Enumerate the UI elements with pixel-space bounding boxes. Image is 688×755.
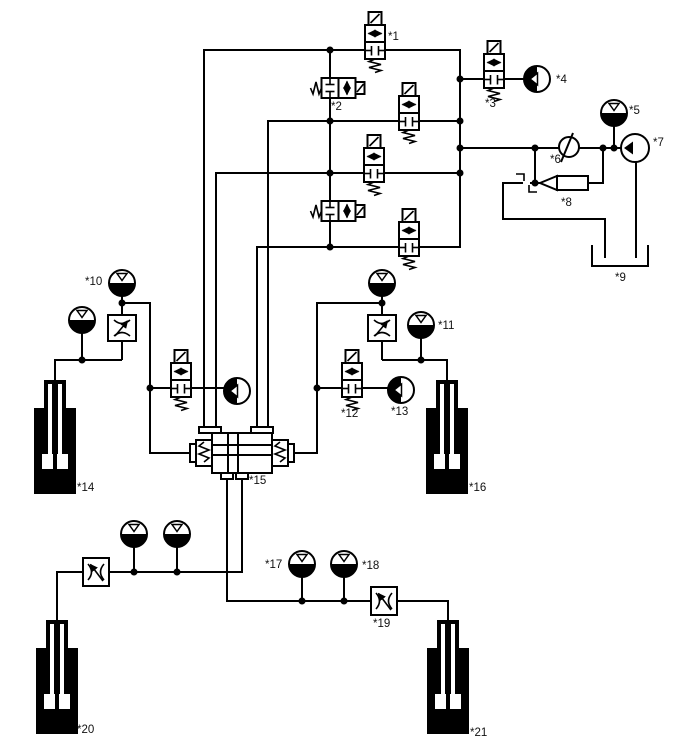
label-20: *20 <box>77 724 94 736</box>
flow-control-left <box>108 315 136 341</box>
label-8: *8 <box>561 197 572 209</box>
accumulator-11 <box>407 311 435 339</box>
accumulator-17 <box>288 550 316 578</box>
label-16: *16 <box>469 482 486 494</box>
shock-absorber-20 <box>36 620 78 734</box>
accumulator-g <box>223 377 251 405</box>
accumulator-5 <box>600 99 628 127</box>
check-valve-6 <box>558 132 580 163</box>
label-7: *7 <box>653 137 664 149</box>
accumulator-bottom-left-2 <box>163 520 191 548</box>
label-3: *3 <box>485 98 496 110</box>
label-2: *2 <box>331 101 342 113</box>
label-11: *11 <box>438 320 454 332</box>
solenoid-valve-a <box>399 83 419 144</box>
label-14: *14 <box>77 482 95 494</box>
solenoid-valve-3 <box>484 41 504 102</box>
label-1: *1 <box>388 31 399 43</box>
solenoid-valve-12 <box>342 350 362 411</box>
flow-control-19 <box>371 587 397 615</box>
attenuator-8 <box>537 174 589 192</box>
shock-absorber-21 <box>427 620 469 734</box>
label-10: *10 <box>85 276 102 288</box>
accumulator-13 <box>387 376 415 404</box>
label-4: *4 <box>556 74 567 86</box>
gate-valve-15 <box>189 426 295 480</box>
label-15: *15 <box>249 475 266 487</box>
flow-control-right <box>368 315 396 341</box>
label-21: *21 <box>470 727 487 739</box>
label-19: *19 <box>373 618 390 630</box>
solenoid-valve-f <box>171 350 191 411</box>
label-12: *12 <box>341 408 358 420</box>
label-13: *13 <box>391 406 408 418</box>
solenoid-valve-d <box>399 209 419 270</box>
flow-control-bottom-left <box>83 558 109 586</box>
solenoid-valve-c <box>364 135 384 196</box>
solenoid-valve-2 <box>311 78 365 98</box>
label-5: *5 <box>629 105 640 117</box>
label-17: *17 <box>265 559 282 571</box>
shock-absorber-14 <box>34 380 76 494</box>
shock-absorber-16 <box>426 380 468 494</box>
component-labels: *1 *2 *3 *4 *5 *6 *7 *8 *9 *10 *11 *12 *… <box>77 31 664 739</box>
label-18: *18 <box>362 560 379 572</box>
accumulator-10 <box>108 269 136 297</box>
piping-lines <box>54 49 649 623</box>
accumulator-bottom-left-1 <box>120 520 148 548</box>
pump-7 <box>620 133 650 163</box>
label-6: *6 <box>550 154 561 166</box>
accumulator-left <box>68 306 96 334</box>
label-9: *9 <box>615 272 626 284</box>
solenoid-valve-1 <box>365 12 385 73</box>
solenoid-valve-e <box>311 201 365 221</box>
accumulator-4 <box>523 65 551 93</box>
junction-dots <box>78 46 618 605</box>
accumulator-18 <box>330 550 358 578</box>
accumulator-right-top <box>368 269 396 297</box>
